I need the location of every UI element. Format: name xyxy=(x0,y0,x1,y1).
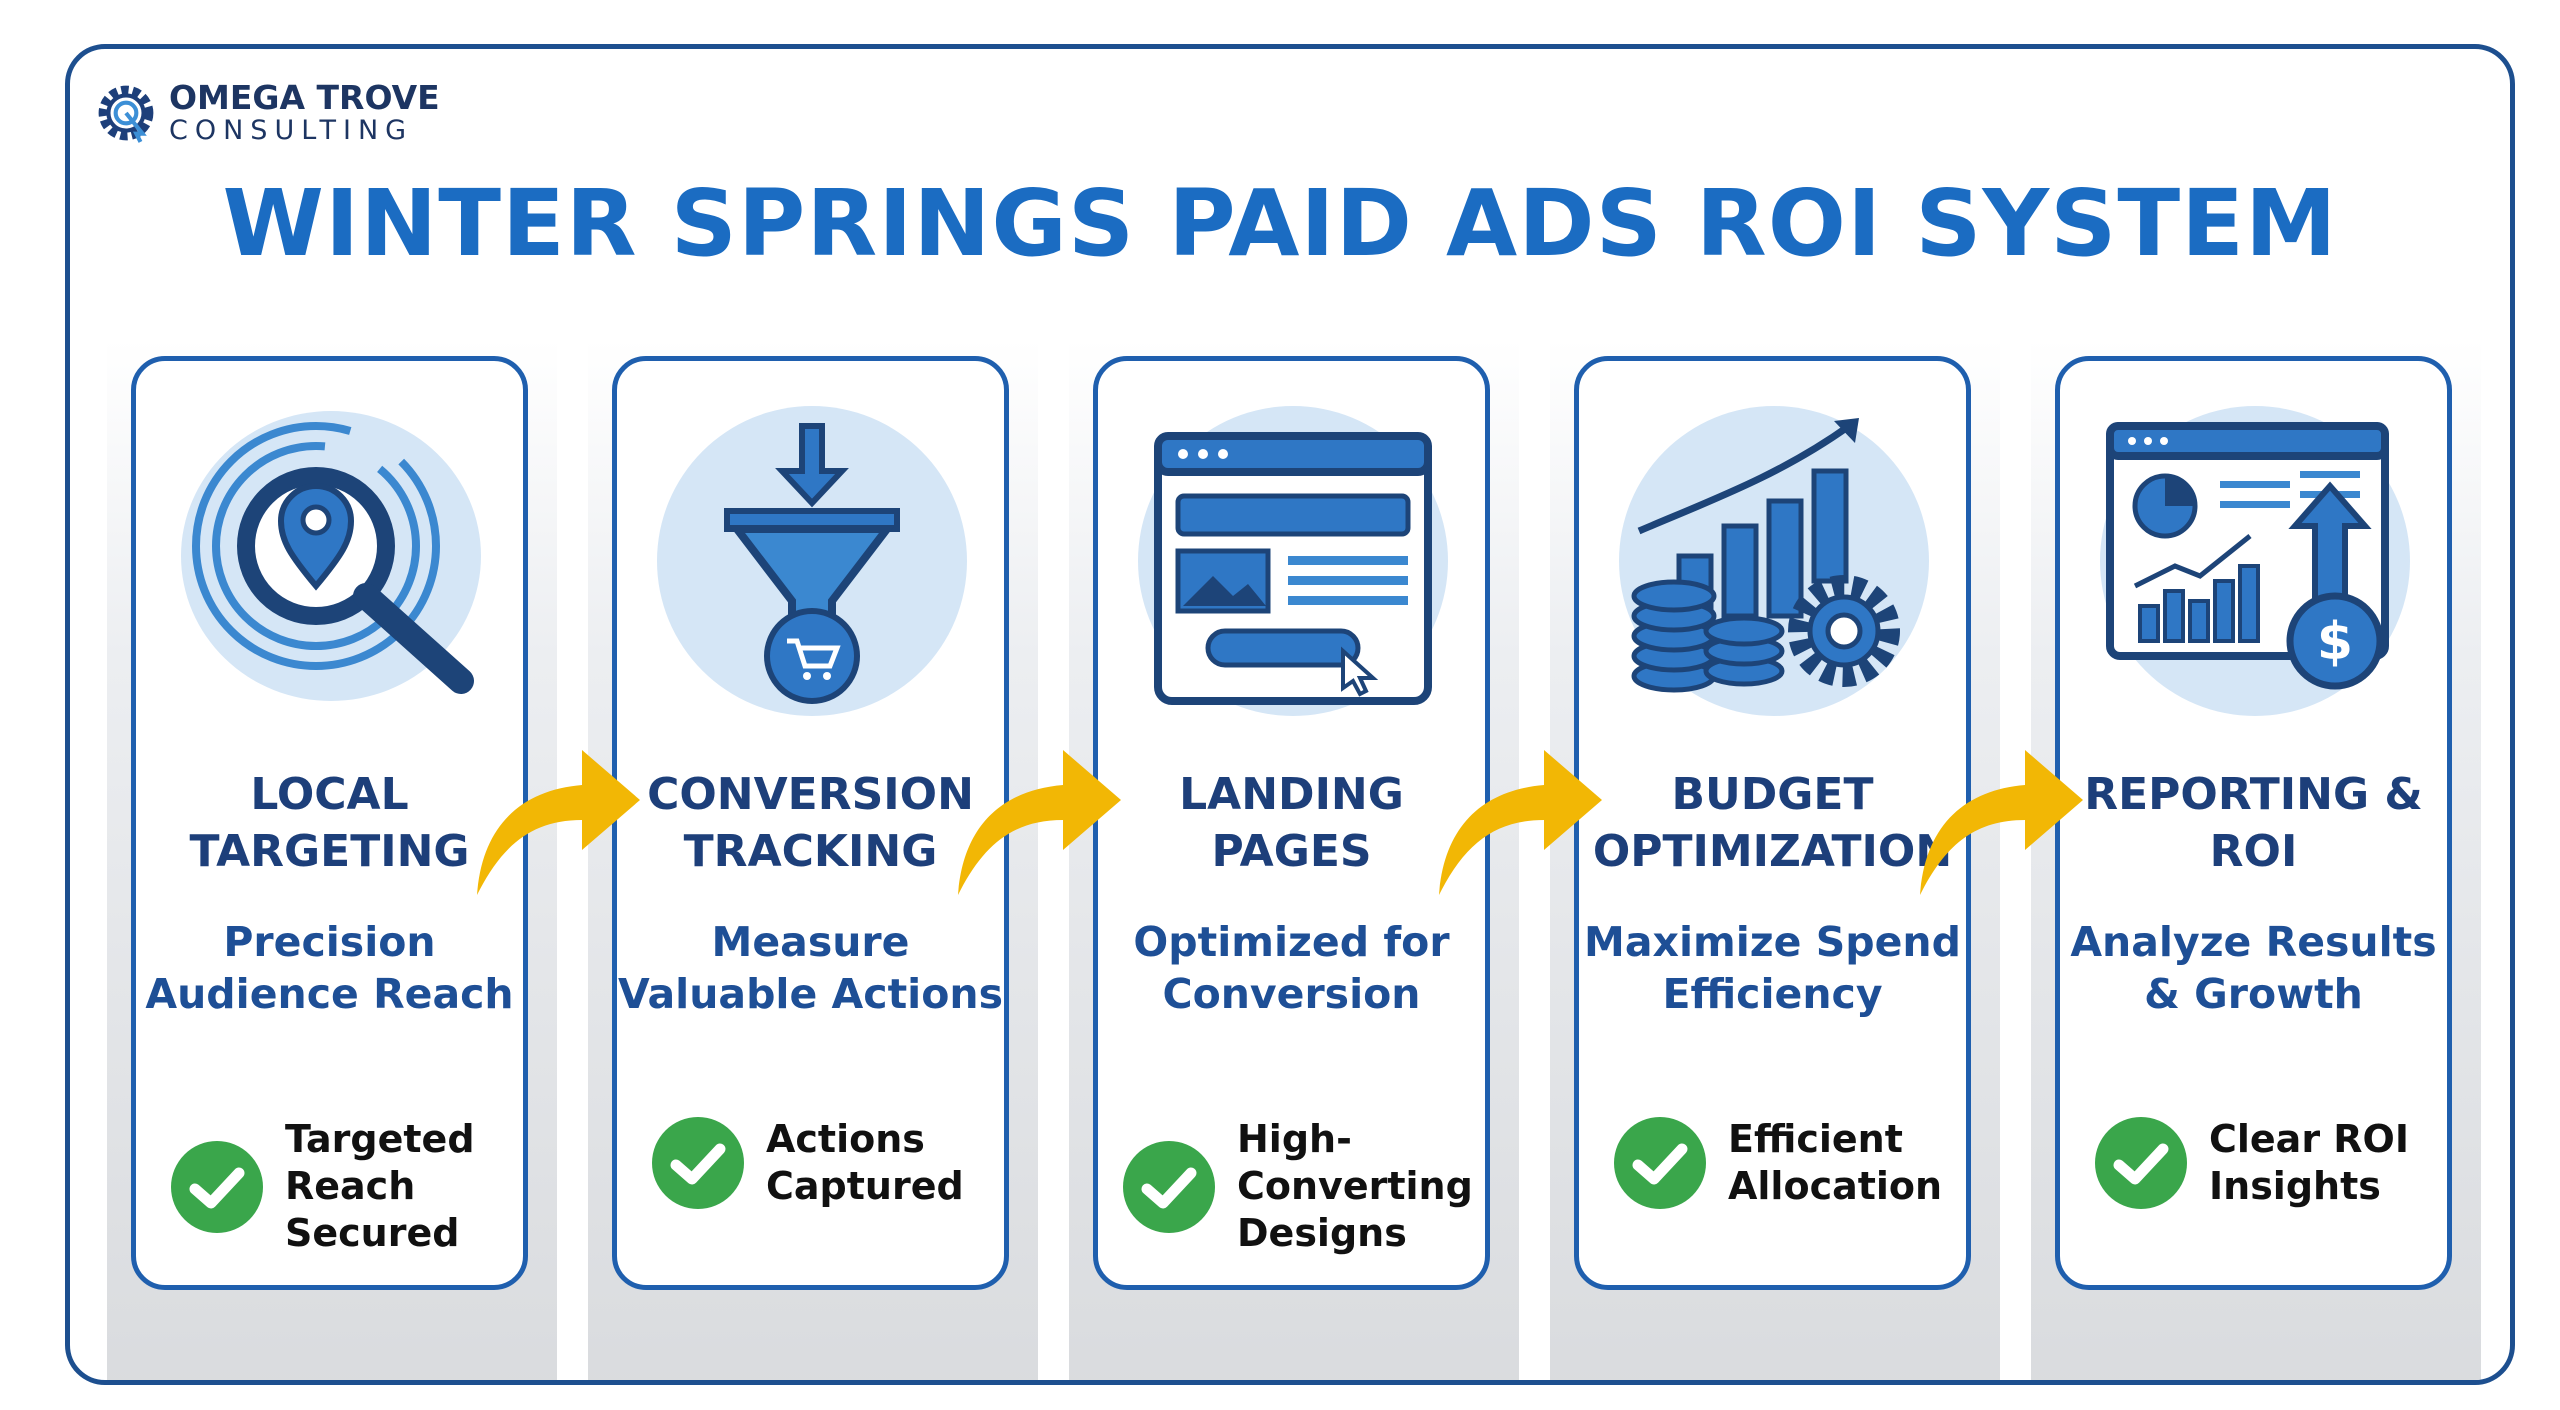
check-circle-icon xyxy=(171,1140,263,1233)
check-circle-icon xyxy=(1123,1140,1215,1233)
logo-tagline: CONSULTING xyxy=(169,115,414,146)
outcome-text: Efficient Allocation xyxy=(1728,1117,1943,1208)
dashboard-dollar-icon: $ xyxy=(2100,406,2410,716)
outcome-text: Clear ROI Insights xyxy=(2209,1117,2410,1208)
step-heading: REPORTING & ROI xyxy=(2084,769,2423,877)
coins-chart-gear-icon xyxy=(1619,406,1929,716)
step-outcome: Targeted Reach Secured xyxy=(171,1116,485,1257)
step-heading: BUDGET OPTIMIZATION xyxy=(1592,769,1953,877)
step-outcome: Clear ROI Insights xyxy=(2095,1116,2429,1210)
curved-arrow-icon xyxy=(1920,750,2083,895)
check-circle-icon xyxy=(2095,1117,2187,1209)
step-card-landing-pages: LANDING PAGES Optimized for Conversion H… xyxy=(1093,356,1490,1290)
step-subtitle: Maximize Spend Efficiency xyxy=(1584,918,1961,1018)
step-heading: LOCAL TARGETING xyxy=(189,769,470,877)
step-subtitle: Analyze Results & Growth xyxy=(2070,918,2437,1018)
landing-page-browser-icon xyxy=(1138,406,1448,716)
outcome-text: High-Converting Designs xyxy=(1237,1117,1473,1255)
outcome-text: Actions Captured xyxy=(766,1117,964,1208)
step-card-conversion-tracking: CONVERSION TRACKING Measure Valuable Act… xyxy=(612,356,1009,1290)
step-card-budget-optimization: BUDGET OPTIMIZATION Maximize Spend Effic… xyxy=(1574,356,1971,1290)
svg-text:$: $ xyxy=(2317,612,2353,672)
step-card-reporting-roi: $ REPORTING & ROI Analyze Results & Grow… xyxy=(2055,356,2452,1290)
check-circle-icon xyxy=(1614,1117,1706,1209)
curved-arrow-icon xyxy=(1439,750,1602,895)
step-card-local-targeting: LOCAL TARGETING Precision Audience Reach… xyxy=(131,356,528,1290)
page-title: WINTER SPRINGS PAID ADS ROI SYSTEM xyxy=(222,170,2338,277)
outcome-text: Targeted Reach Secured xyxy=(285,1117,475,1255)
step-outcome: Efficient Allocation xyxy=(1614,1116,1948,1210)
curved-arrow-icon xyxy=(477,750,640,895)
step-outcome: High-Converting Designs xyxy=(1123,1116,1477,1257)
step-outcome: Actions Captured xyxy=(652,1116,986,1210)
curved-arrow-icon xyxy=(958,750,1121,895)
step-heading: CONVERSION TRACKING xyxy=(647,769,974,877)
check-circle-icon xyxy=(652,1117,744,1209)
step-heading: LANDING PAGES xyxy=(1179,769,1404,877)
step-subtitle: Precision Audience Reach xyxy=(145,918,514,1018)
gear-cursor-logo-icon xyxy=(98,85,154,143)
company-logo: OMEGA TROVE CONSULTING xyxy=(95,80,440,146)
magnifier-location-icon xyxy=(181,411,481,701)
step-subtitle: Optimized for Conversion xyxy=(1133,918,1450,1018)
step-subtitle: Measure Valuable Actions xyxy=(618,918,1003,1018)
logo-name: OMEGA TROVE xyxy=(169,78,440,117)
funnel-cart-icon xyxy=(657,406,967,716)
